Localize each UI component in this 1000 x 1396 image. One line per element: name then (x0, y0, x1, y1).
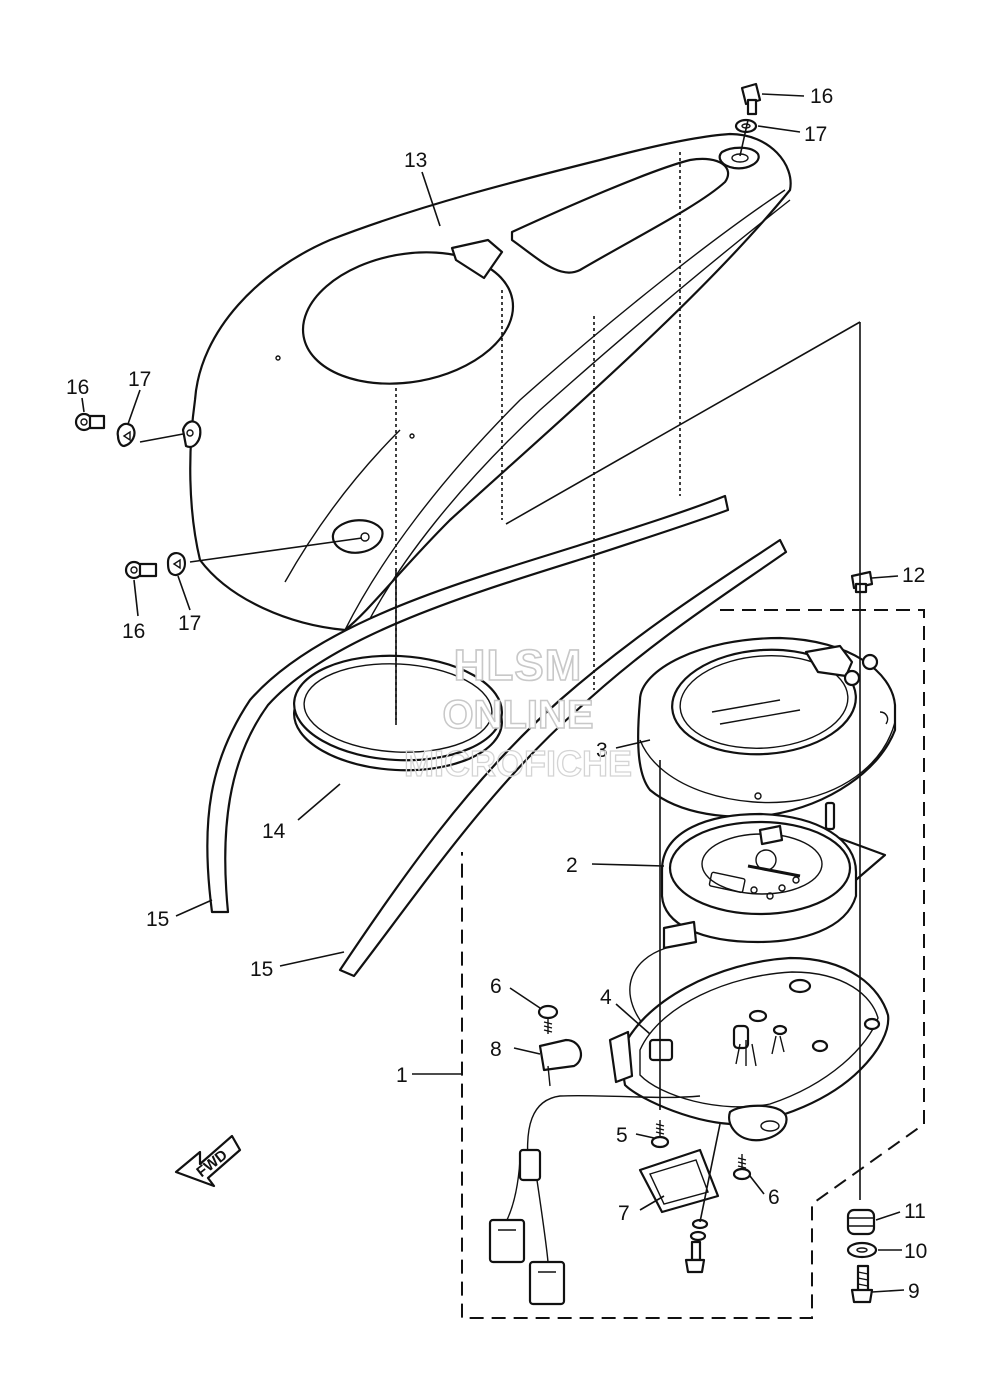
watermark-line-1: HLSM (454, 641, 583, 690)
callout-15-left: 15 (146, 908, 169, 931)
callout-14: 14 (262, 820, 286, 843)
screw-6-upper (537, 1004, 559, 1034)
callout-16-top: 16 (810, 85, 833, 108)
callout-15-right: 15 (250, 958, 273, 981)
washer-17-left-upper (116, 422, 136, 448)
damper-11 (846, 1208, 876, 1236)
gasket-plate (638, 1148, 720, 1214)
grommet-12 (850, 570, 874, 594)
connector-b (528, 1260, 566, 1306)
screw-5 (650, 1120, 670, 1149)
callout-17-top: 17 (804, 123, 827, 146)
meter-lower-case (608, 956, 890, 1142)
assembly-boundary (461, 609, 925, 1319)
fwd-direction-marker: FWD (174, 1134, 242, 1188)
bolt-9 (850, 1264, 874, 1304)
callout-16-left-upper: 16 (66, 376, 89, 399)
callout-17-left-lower: 17 (178, 612, 201, 635)
watermark-line-3: MICROFICHE (404, 743, 632, 784)
callout-6-upper: 6 (490, 975, 502, 998)
callout-5: 5 (616, 1124, 628, 1147)
collar-10 (846, 1241, 878, 1259)
callout-13: 13 (404, 149, 427, 172)
callout-11: 11 (904, 1200, 926, 1223)
screw-16-top (740, 82, 762, 116)
callout-leaders (81, 93, 905, 1293)
meter-upper-case (637, 636, 897, 818)
callout-9: 9 (908, 1280, 920, 1303)
callout-8: 8 (490, 1038, 502, 1061)
wire-harness (505, 1094, 701, 1263)
screw-16-left-lower (124, 560, 158, 580)
trim-strip-long (206, 494, 730, 914)
callout-16-left-lower: 16 (122, 620, 145, 643)
callout-3: 3 (596, 739, 608, 762)
callout-labels: 16 17 13 16 17 16 17 12 3 2 14 15 15 6 4… (66, 85, 927, 1303)
assembly-guides (139, 119, 861, 1223)
watermark-line-2: ONLINE (442, 693, 593, 737)
callout-6-lower: 6 (768, 1186, 780, 1209)
lens-ring (293, 654, 503, 772)
callout-10: 10 (904, 1240, 927, 1263)
connector-a (488, 1218, 526, 1264)
bolt-stack-small (684, 1218, 709, 1274)
watermark: HLSM ONLINE MICROFICHE (403, 640, 632, 784)
meter-cover (181, 132, 792, 632)
callout-2: 2 (566, 854, 578, 877)
callout-12: 12 (902, 564, 925, 587)
trim-strip-short (338, 538, 788, 978)
callout-7: 7 (618, 1202, 630, 1225)
screw-16-left-upper (74, 412, 106, 432)
screw-6-lower (732, 1154, 752, 1181)
washer-17-left-lower (166, 552, 186, 577)
callout-17-left-upper: 17 (128, 368, 151, 391)
callout-4: 4 (600, 986, 612, 1009)
meter-assembly (629, 801, 887, 1101)
wire-clamp (538, 1038, 583, 1087)
callout-1: 1 (396, 1064, 408, 1087)
